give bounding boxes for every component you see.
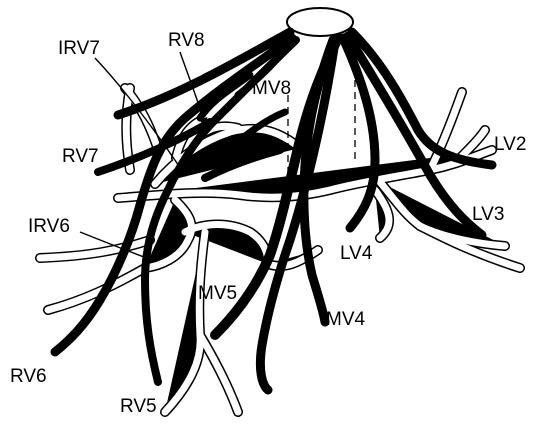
- label-mv5: MV5: [198, 283, 237, 304]
- label-rv8: RV8: [168, 30, 205, 51]
- label-lv2: LV2: [494, 134, 526, 155]
- label-mv8: MV8: [252, 78, 291, 99]
- label-rv6: RV6: [10, 366, 47, 387]
- label-rv7: RV7: [62, 146, 99, 167]
- label-irv6: IRV6: [28, 216, 70, 237]
- label-lv4: LV4: [340, 243, 373, 264]
- label-lv3: LV3: [472, 204, 504, 225]
- label-irv7: IRV7: [58, 38, 100, 59]
- label-mv4: MV4: [326, 309, 366, 330]
- label-rv5: RV5: [120, 396, 157, 417]
- pale-vessel-network: [40, 88, 520, 412]
- apex-oval: [287, 8, 353, 36]
